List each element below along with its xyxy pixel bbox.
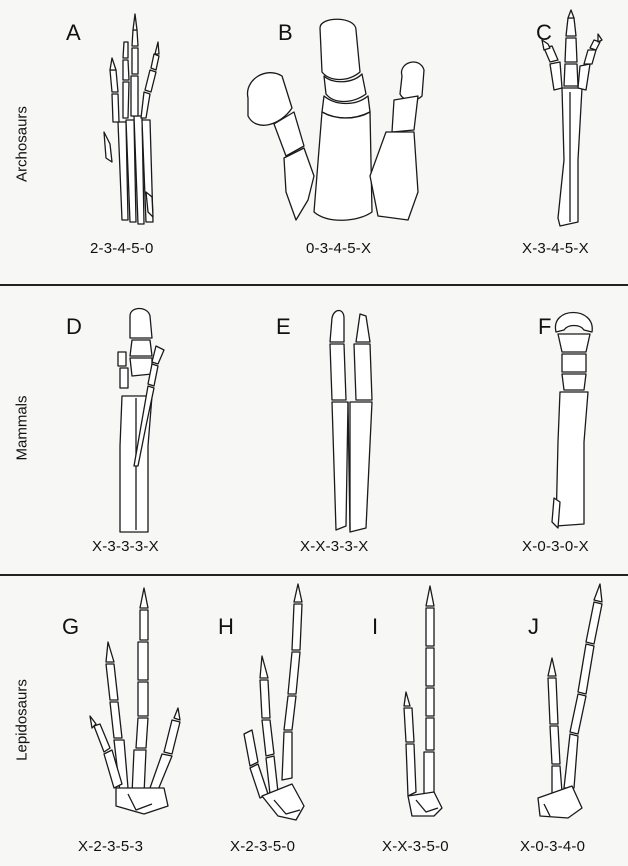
formula-b: 0-3-4-5-X (306, 240, 371, 257)
lepidosaurs-label: Lepidosaurs (14, 679, 31, 761)
formula-d: X-3-3-3-X (92, 538, 159, 555)
formula-h: X-2-3-5-0 (230, 838, 295, 855)
foot-i-drawing (396, 586, 456, 826)
formula-j: X-0-3-4-0 (520, 838, 585, 855)
formula-a: 2-3-4-5-0 (90, 240, 154, 257)
formula-g: X-2-3-5-3 (78, 838, 143, 855)
foot-b-drawing (238, 16, 448, 232)
formula-e: X-X-3-3-X (300, 538, 368, 555)
panel-letter-a: A (66, 20, 81, 46)
lepidosaurs-section: Lepidosaurs G X (0, 574, 628, 866)
foot-d-drawing (108, 306, 178, 542)
foot-a-drawing (98, 12, 178, 234)
archosaurs-section: Archosaurs A (0, 0, 628, 284)
formula-f: X-0-3-0-X (522, 538, 589, 555)
panel-letter-g: G (62, 614, 79, 640)
panel-letter-e: E (276, 314, 291, 340)
formula-c: X-3-4-5-X (522, 240, 589, 257)
foot-c-drawing (532, 10, 612, 236)
foot-g-drawing (82, 588, 192, 828)
foot-h-drawing (234, 584, 330, 828)
foot-j-drawing (530, 584, 610, 828)
archosaurs-label: Archosaurs (14, 106, 31, 182)
foot-f-drawing (540, 302, 606, 540)
panel-letter-d: D (66, 314, 82, 340)
foot-e-drawing (322, 308, 382, 540)
mammals-section: Mammals D X-3-3-3-X E (0, 284, 628, 574)
panel-letter-i: I (372, 614, 378, 640)
formula-i: X-X-3-5-0 (382, 838, 449, 855)
panel-letter-h: H (218, 614, 234, 640)
mammals-label: Mammals (14, 395, 31, 460)
